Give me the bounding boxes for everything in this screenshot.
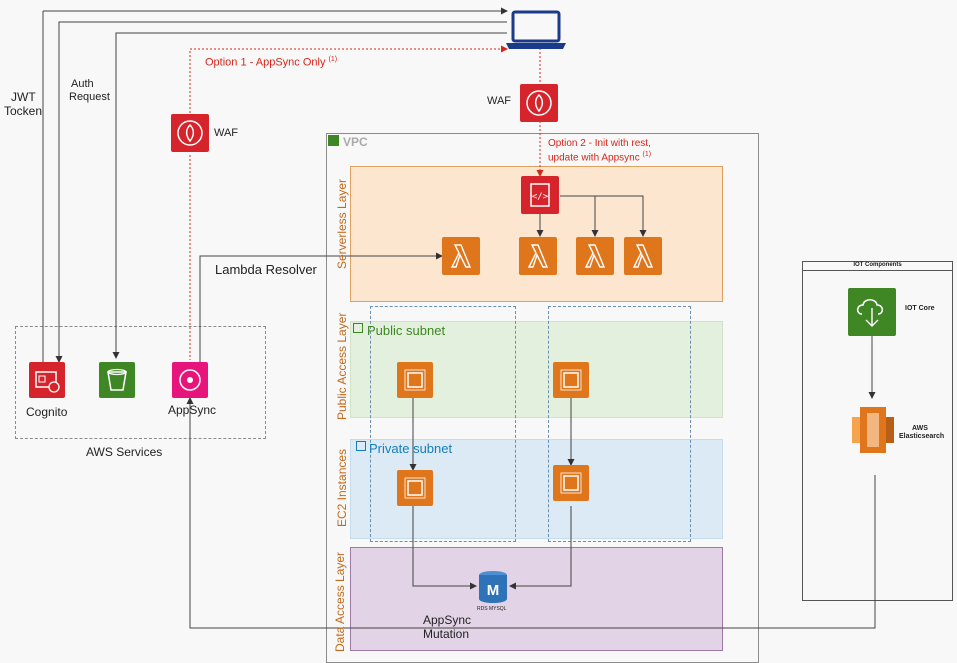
iot-components-group — [802, 261, 953, 601]
vpc-label: VPC — [343, 135, 368, 149]
ec2-icon — [397, 362, 433, 398]
api-gateway-icon: </> — [521, 176, 559, 214]
aws-services-group — [15, 326, 266, 439]
elasticsearch-icon — [850, 405, 896, 455]
public-access-layer — [350, 321, 723, 418]
lambda-icon — [624, 237, 662, 275]
lambda-icon — [442, 237, 480, 275]
waf-right-label: WAF — [487, 95, 512, 107]
rds-icon: M — [477, 570, 509, 604]
ec2-layer-label: EC2 Instances — [335, 448, 349, 527]
iot-title: IOT Components — [853, 262, 902, 268]
option2-label-line2: update with Appsync (1) — [548, 151, 652, 164]
lock-icon — [353, 323, 363, 333]
ec2-icon — [553, 362, 589, 398]
rds-label: RDS MYSQL — [477, 606, 507, 612]
iot-core-icon — [848, 288, 896, 336]
jwt-label-line1: JWT — [11, 90, 36, 104]
waf-icon — [520, 84, 558, 122]
private-subnet-label: Private subnet — [369, 441, 453, 456]
public-access-layer-label: Public Access Layer — [335, 312, 349, 420]
public-subnet-label: Public subnet — [367, 323, 446, 338]
az-box-left — [370, 306, 516, 542]
data-access-layer — [350, 547, 723, 651]
lambda-icon — [519, 237, 557, 275]
option1-label: Option 1 - AppSync Only (1) — [205, 56, 338, 69]
vpc-icon — [328, 135, 339, 146]
lambda-resolver-label: Lambda Resolver — [215, 262, 317, 277]
waf-icon — [171, 114, 209, 152]
lock-icon — [356, 441, 366, 451]
option2-label-line1: Option 2 - Init with rest, — [548, 138, 651, 149]
ec2-icon — [397, 470, 433, 506]
auth-label-line2: Request — [69, 91, 110, 103]
cognito-label: Cognito — [26, 405, 68, 419]
appsync-label: AppSync — [168, 403, 217, 417]
es-label-line2: Elasticsearch — [899, 433, 945, 440]
jwt-label-line2: Tocken — [4, 104, 43, 118]
lambda-icon — [576, 237, 614, 275]
svg-text:</>: </> — [532, 192, 549, 202]
appsync-mutation-line1: AppSync — [423, 613, 472, 627]
s3-bucket-icon — [99, 362, 135, 398]
waf-left-label: WAF — [214, 127, 239, 139]
aws-services-label: AWS Services — [86, 445, 163, 459]
iot-core-label: IOT Core — [905, 305, 935, 312]
ec2-icon — [553, 465, 589, 501]
auth-label-line1: Auth — [71, 78, 94, 90]
es-label-line1: AWS — [912, 425, 928, 432]
appsync-mutation-line2: Mutation — [423, 627, 470, 641]
svg-text:M: M — [487, 582, 500, 599]
iot-title-bar — [802, 261, 953, 271]
laptop-icon — [506, 10, 566, 50]
appsync-icon — [172, 362, 208, 398]
serverless-layer-label: Serverless Layer — [335, 178, 349, 269]
az-box-right — [548, 306, 691, 542]
cognito-icon — [29, 362, 65, 398]
data-access-layer-label: Data Access Layer — [333, 551, 347, 652]
